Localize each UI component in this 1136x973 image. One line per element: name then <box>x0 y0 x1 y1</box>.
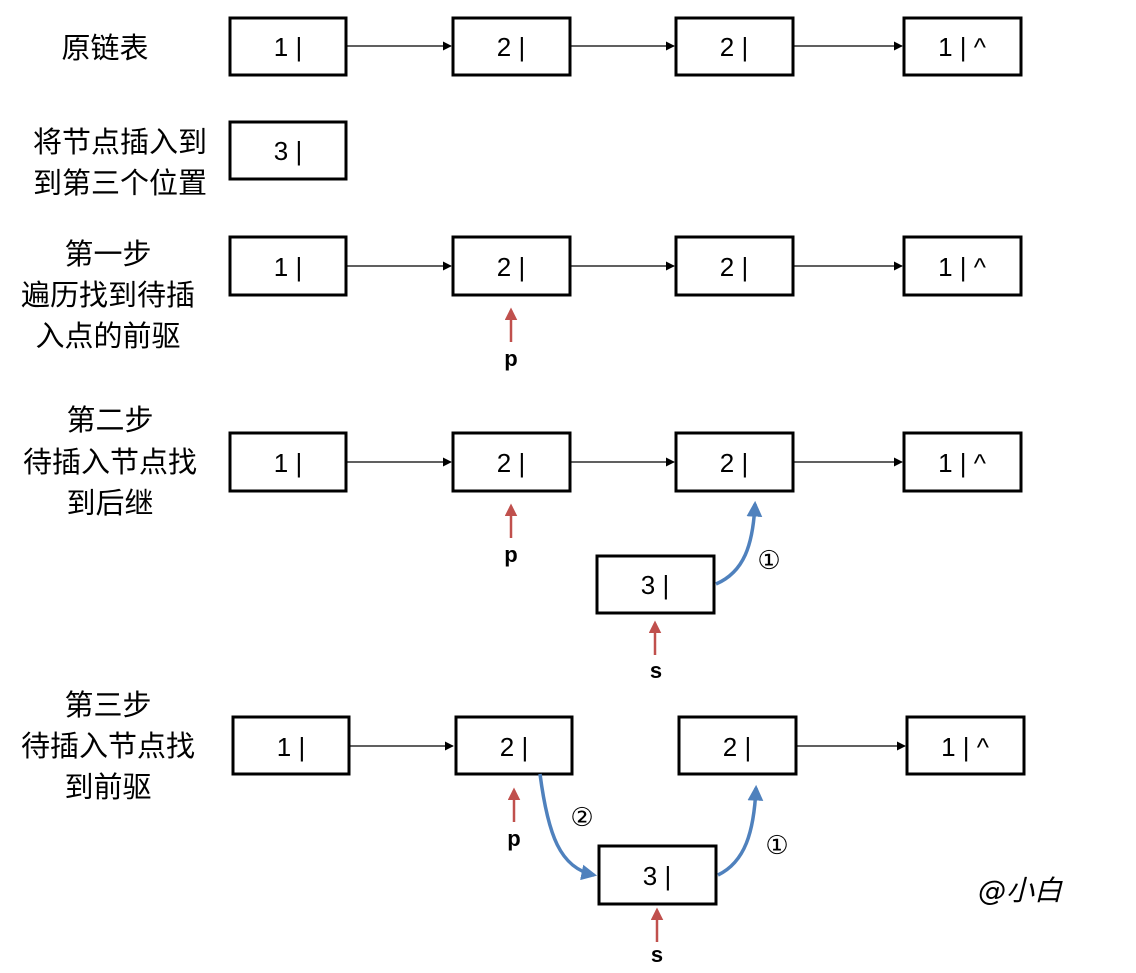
pointer-s-label: s <box>651 942 663 967</box>
node-value: 1 | ^ <box>938 32 987 62</box>
row-step1: 第一步 遍历找到待插 入点的前驱 1 | 2 | 2 | 1 | ^ p <box>21 235 1023 371</box>
link-successor-curve <box>717 784 764 877</box>
step-marker-two: ② <box>570 803 593 833</box>
list-node: 1 | ^ <box>902 235 1023 297</box>
new-node: 3 | <box>228 120 348 181</box>
list-node: 2 | <box>674 431 795 493</box>
list-node: 1 | ^ <box>902 431 1023 493</box>
link-successor-curve <box>715 500 763 586</box>
list-node: 1 | <box>228 16 348 77</box>
list-node: 2 | <box>674 16 795 77</box>
row-step3: 第三步 待插入节点找 到前驱 1 | 2 | 2 | 1 | ^ p 3 | ② <box>21 688 1026 967</box>
node-value: 1 | <box>274 448 302 478</box>
step-marker-one: ① <box>765 831 788 861</box>
label-step1-line-3: 入点的前驱 <box>35 319 180 353</box>
label-step3-line-1: 第三步 <box>64 688 151 722</box>
pointer-s-label: s <box>650 658 662 683</box>
label-step3-line-2: 待插入节点找 <box>21 729 195 763</box>
node-value: 3 | <box>641 570 669 600</box>
node-value: 1 | <box>277 732 305 762</box>
label-step2-line-1: 第二步 <box>66 403 153 437</box>
node-value: 2 | <box>720 448 748 478</box>
node-value: 3 | <box>643 861 671 891</box>
list-node: 2 | <box>451 16 572 77</box>
node-value: 3 | <box>274 136 302 166</box>
list-node: 1 | ^ <box>905 715 1026 776</box>
list-node: 2 | <box>454 715 574 776</box>
step-marker-one: ① <box>757 546 780 576</box>
link-predecessor-curve <box>538 773 598 881</box>
node-value: 2 | <box>500 732 528 762</box>
node-value: 2 | <box>497 252 525 282</box>
list-node: 2 | <box>674 235 795 297</box>
label-original-line-1: 原链表 <box>61 31 148 65</box>
pointer-p-label: p <box>507 826 520 851</box>
list-node: 2 | <box>451 431 572 493</box>
node-value: 2 | <box>720 252 748 282</box>
new-node: 3 | <box>595 554 716 615</box>
label-step2-line-2: 待插入节点找 <box>23 445 197 479</box>
list-node: 1 | <box>228 431 348 493</box>
node-value: 2 | <box>497 32 525 62</box>
list-node: 1 | <box>228 235 348 297</box>
label-insert-line-1: 将节点插入到 <box>33 125 207 159</box>
label-step1-line-2: 遍历找到待插 <box>21 278 195 312</box>
list-node: 1 | ^ <box>902 16 1023 77</box>
label-step1-line-1: 第一步 <box>64 237 151 271</box>
row-original: 原链表 1 | 2 | 2 | 1 | ^ <box>61 16 1023 77</box>
pointer-p-label: p <box>504 346 517 371</box>
pointer-p-label: p <box>504 542 517 567</box>
list-node: 2 | <box>677 715 798 776</box>
node-value: 2 | <box>723 732 751 762</box>
row-insert: 将节点插入到 到第三个位置 3 | <box>33 120 348 200</box>
node-value: 1 | <box>274 252 302 282</box>
new-node: 3 | <box>597 844 718 906</box>
node-value: 1 | ^ <box>941 732 990 762</box>
node-value: 1 | ^ <box>938 448 987 478</box>
node-value: 2 | <box>497 448 525 478</box>
node-value: 2 | <box>720 32 748 62</box>
list-node: 1 | <box>231 715 351 776</box>
label-step2-line-3: 到后继 <box>66 486 153 520</box>
label-insert-line-2: 到第三个位置 <box>33 166 207 200</box>
label-step3-line-3: 到前驱 <box>64 770 151 804</box>
node-value: 1 | ^ <box>938 252 987 282</box>
row-step2: 第二步 待插入节点找 到后继 1 | 2 | 2 | 1 | ^ p 3 | <box>23 403 1023 683</box>
watermark: @小白 <box>978 874 1063 907</box>
list-node: 2 | <box>451 235 572 297</box>
node-value: 1 | <box>274 32 302 62</box>
